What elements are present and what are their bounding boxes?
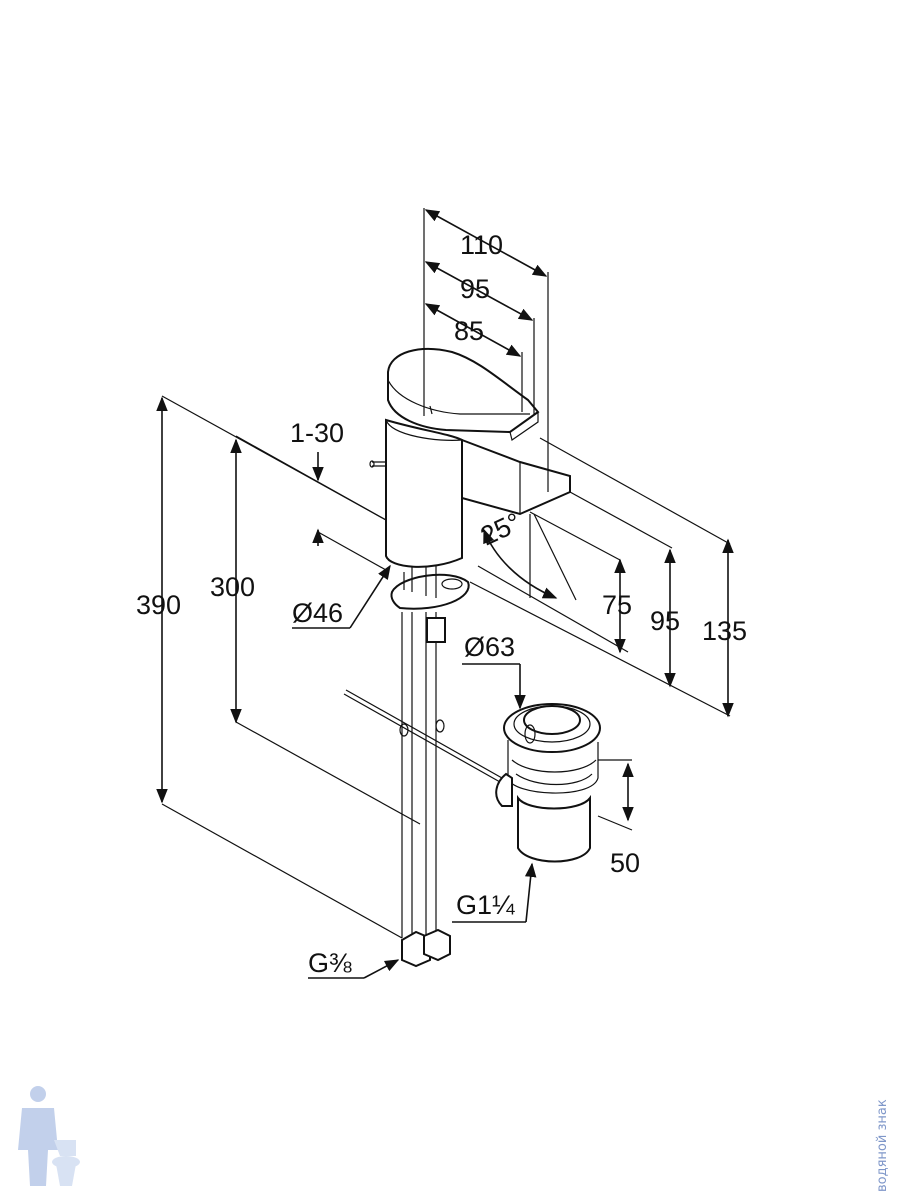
watermark-text: водяной знак: [875, 1099, 890, 1192]
dim-50: 50: [610, 848, 640, 878]
dim-diameter-63: Ø63: [464, 632, 515, 662]
thread-g-3-8: G⅜: [308, 948, 352, 978]
pop-up-waste: [495, 703, 601, 863]
dim-135: 135: [702, 616, 747, 646]
dim-75: 75: [602, 590, 632, 620]
dim-110: 110: [460, 230, 503, 260]
watermark-plumber-logo: [18, 1086, 80, 1186]
dim-95-height: 95: [650, 606, 680, 636]
dim-95-width: 95: [460, 274, 490, 304]
dim-1-30: 1-30: [290, 418, 344, 448]
dim-390: 390: [136, 590, 181, 620]
thread-g-1-1-4: G1¼: [456, 890, 515, 920]
dim-300: 300: [210, 572, 255, 602]
dim-diameter-46: Ø46: [292, 598, 343, 628]
dimension-labels: 110 95 85 1-30 25° Ø46 Ø63 390 300 75 95…: [136, 230, 747, 978]
dimension-lines: [156, 208, 734, 979]
faucet-body: [343, 348, 571, 968]
dim-85: 85: [454, 316, 484, 346]
